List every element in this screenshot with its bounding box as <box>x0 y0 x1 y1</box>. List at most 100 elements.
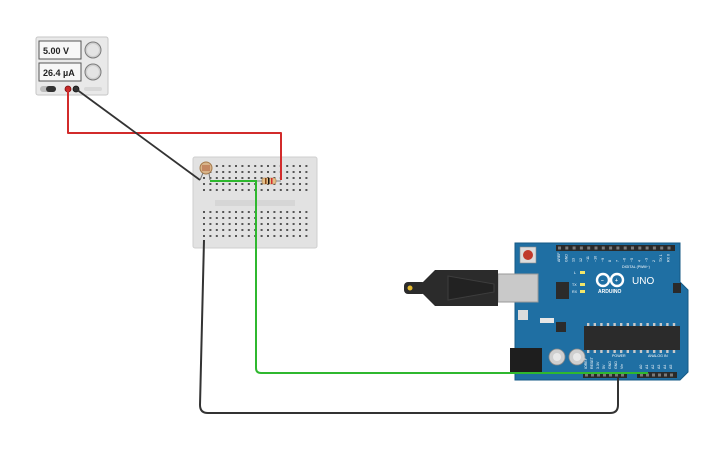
breadboard-hole[interactable] <box>228 229 231 231</box>
digital-pin[interactable] <box>645 246 649 250</box>
breadboard-hole[interactable] <box>222 171 225 173</box>
breadboard-hole[interactable] <box>241 189 244 191</box>
breadboard-hole[interactable] <box>222 189 225 191</box>
breadboard-hole[interactable] <box>228 177 231 179</box>
breadboard-hole[interactable] <box>305 177 308 179</box>
analog-pin[interactable] <box>652 373 655 377</box>
breadboard-hole[interactable] <box>286 235 289 237</box>
breadboard-hole[interactable] <box>305 183 308 185</box>
power-pin[interactable] <box>597 373 600 377</box>
breadboard-hole[interactable] <box>305 211 308 213</box>
usb-cable-icon[interactable] <box>404 270 539 306</box>
breadboard-hole[interactable] <box>209 189 212 191</box>
analog-header[interactable] <box>637 372 677 378</box>
wire-ground-arduino[interactable] <box>198 239 619 414</box>
breadboard-hole[interactable] <box>203 217 205 219</box>
breadboard-hole[interactable] <box>215 183 218 185</box>
breadboard-hole[interactable] <box>292 217 295 219</box>
breadboard-hole[interactable] <box>203 189 205 191</box>
power-pin[interactable] <box>615 373 618 377</box>
breadboard-hole[interactable] <box>267 165 269 167</box>
breadboard-hole[interactable] <box>273 189 276 191</box>
breadboard-hole[interactable] <box>228 223 231 225</box>
breadboard-hole[interactable] <box>273 223 276 225</box>
breadboard-hole[interactable] <box>247 229 250 231</box>
breadboard-hole[interactable] <box>299 217 301 219</box>
analog-pin[interactable] <box>640 373 643 377</box>
breadboard-hole[interactable] <box>305 189 308 191</box>
breadboard-hole[interactable] <box>241 171 244 173</box>
breadboard-hole[interactable] <box>235 183 237 185</box>
breadboard-hole[interactable] <box>209 183 212 185</box>
breadboard-hole[interactable] <box>267 223 269 225</box>
breadboard-hole[interactable] <box>235 171 237 173</box>
breadboard-hole[interactable] <box>292 189 295 191</box>
breadboard-hole[interactable] <box>215 165 218 167</box>
breadboard-hole[interactable] <box>228 165 231 167</box>
breadboard-hole[interactable] <box>305 171 308 173</box>
digital-header[interactable] <box>556 245 675 251</box>
breadboard-hole[interactable] <box>286 177 289 179</box>
breadboard-hole[interactable] <box>299 183 301 185</box>
breadboard-hole[interactable] <box>209 223 212 225</box>
breadboard-hole[interactable] <box>247 183 250 185</box>
breadboard-hole[interactable] <box>222 211 225 213</box>
breadboard-hole[interactable] <box>215 211 218 213</box>
breadboard-hole[interactable] <box>209 211 212 213</box>
breadboard-hole[interactable] <box>215 217 218 219</box>
breadboard-hole[interactable] <box>260 165 263 167</box>
breadboard-hole[interactable] <box>305 165 308 167</box>
breadboard-hole[interactable] <box>299 165 301 167</box>
breadboard-hole[interactable] <box>241 183 244 185</box>
breadboard-hole[interactable] <box>235 189 237 191</box>
breadboard-hole[interactable] <box>299 235 301 237</box>
voltage-knob-icon[interactable] <box>84 41 102 59</box>
breadboard-hole[interactable] <box>209 229 212 231</box>
breadboard-hole[interactable] <box>292 211 295 213</box>
breadboard-hole[interactable] <box>292 177 295 179</box>
power-pins[interactable] <box>585 373 624 377</box>
breadboard-hole[interactable] <box>241 235 244 237</box>
current-knob-icon[interactable] <box>84 63 102 81</box>
breadboard-hole[interactable] <box>260 183 263 185</box>
breadboard-hole[interactable] <box>273 165 276 167</box>
breadboard-hole[interactable] <box>247 171 250 173</box>
breadboard-hole[interactable] <box>286 189 289 191</box>
breadboard-hole[interactable] <box>305 217 308 219</box>
power-jack[interactable] <box>510 348 542 372</box>
breadboard-hole[interactable] <box>299 211 301 213</box>
breadboard-hole[interactable] <box>247 189 250 191</box>
digital-pin[interactable] <box>579 246 583 250</box>
digital-pin[interactable] <box>616 246 620 250</box>
breadboard-hole[interactable] <box>254 165 257 167</box>
breadboard-hole[interactable] <box>222 229 225 231</box>
breadboard-hole[interactable] <box>235 229 237 231</box>
icsp-header[interactable] <box>673 283 681 293</box>
breadboard-hole[interactable] <box>235 223 237 225</box>
breadboard-hole[interactable] <box>228 171 231 173</box>
breadboard-hole[interactable] <box>260 189 263 191</box>
breadboard-hole[interactable] <box>292 223 295 225</box>
breadboard-hole[interactable] <box>203 235 205 237</box>
analog-pins[interactable] <box>640 373 673 377</box>
breadboard-hole[interactable] <box>292 183 295 185</box>
breadboard-hole[interactable] <box>267 189 269 191</box>
breadboard-hole[interactable] <box>215 177 218 179</box>
wire-ground-supply[interactable] <box>75 88 201 181</box>
analog-pin[interactable] <box>646 373 649 377</box>
breadboard-hole[interactable] <box>292 171 295 173</box>
breadboard-hole[interactable] <box>286 223 289 225</box>
breadboard-hole[interactable] <box>260 177 263 179</box>
digital-pins[interactable] <box>558 246 671 250</box>
breadboard-hole[interactable] <box>279 211 282 213</box>
breadboard-hole[interactable] <box>260 229 263 231</box>
breadboard-hole[interactable] <box>222 165 225 167</box>
breadboard-hole[interactable] <box>228 183 231 185</box>
breadboard-hole[interactable] <box>203 177 205 179</box>
photoresistor-icon[interactable] <box>199 161 213 181</box>
breadboard-hole[interactable] <box>279 183 282 185</box>
breadboard-hole[interactable] <box>215 229 218 231</box>
digital-pin[interactable] <box>572 246 576 250</box>
breadboard-hole[interactable] <box>222 217 225 219</box>
breadboard-hole[interactable] <box>273 235 276 237</box>
